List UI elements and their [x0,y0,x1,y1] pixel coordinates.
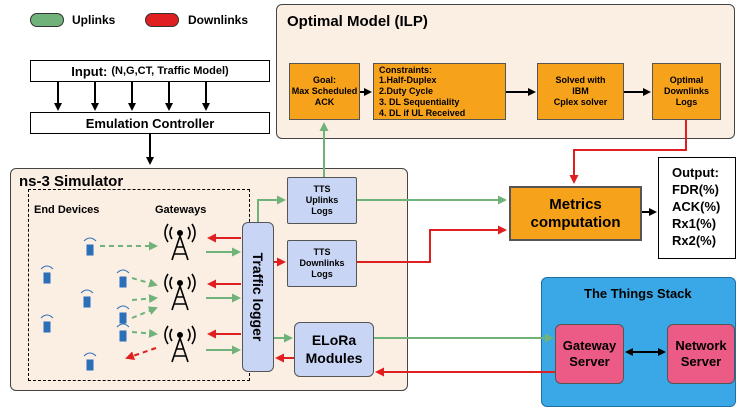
uplinks-legend-label: Uplinks [72,13,116,27]
downlinks-legend-label: Downlinks [188,13,249,27]
metrics-computation-box: Metrics computation [509,186,642,241]
emulation-controller-label: Emulation Controller [85,115,215,131]
gateways-label: Gateways [155,204,207,216]
output-item: ACK(%) [672,199,721,214]
tts-uplinks-logs-box: TTS Uplinks Logs [287,177,357,224]
input-label: Input: [71,63,108,79]
ns3-panel-title: ns-3 Simulator [19,173,124,190]
ilp-solver-box: Solved with IBM Cplex solver [537,63,624,120]
output-title: Output: [672,165,719,180]
downlinks-legend-swatch [145,13,179,27]
input-box: Input: (N,G,CT, Traffic Model) [30,60,270,82]
ilp-constraints-box: Constraints: 1.Half-Duplex 2.Duty Cycle … [373,63,506,120]
input-params: (N,G,CT, Traffic Model) [111,65,229,77]
ilp-panel-title: Optimal Model (ILP) [287,13,428,30]
output-item: Rx1(%) [672,216,717,231]
tts-downlinks-logs-box: TTS Downlinks Logs [287,240,357,287]
traffic-logger-box [242,222,274,372]
ilp-optimal-logs-box: Optimal Downlinks Logs [652,63,721,120]
gateway-server-box: Gateway Server [555,324,624,384]
uplinks-legend-swatch [30,13,64,27]
ilp-goal-box: Goal: Max Scheduled ACK [289,63,360,120]
elora-modules-box: ELoRa Modules [294,322,374,377]
output-item: Rx2(%) [672,233,717,248]
output-item: FDR(%) [672,182,719,197]
emulation-controller-box: Emulation Controller [30,112,270,134]
output-box: Output: FDR(%) ACK(%) Rx1(%) Rx2(%) [658,157,736,259]
end-devices-label: End Devices [34,204,100,216]
devices-dashed-area [28,189,250,381]
network-server-box: Network Server [667,324,735,384]
traffic-logger-label: Traffic logger [250,252,266,342]
tts-panel-title: The Things Stack [584,286,692,301]
